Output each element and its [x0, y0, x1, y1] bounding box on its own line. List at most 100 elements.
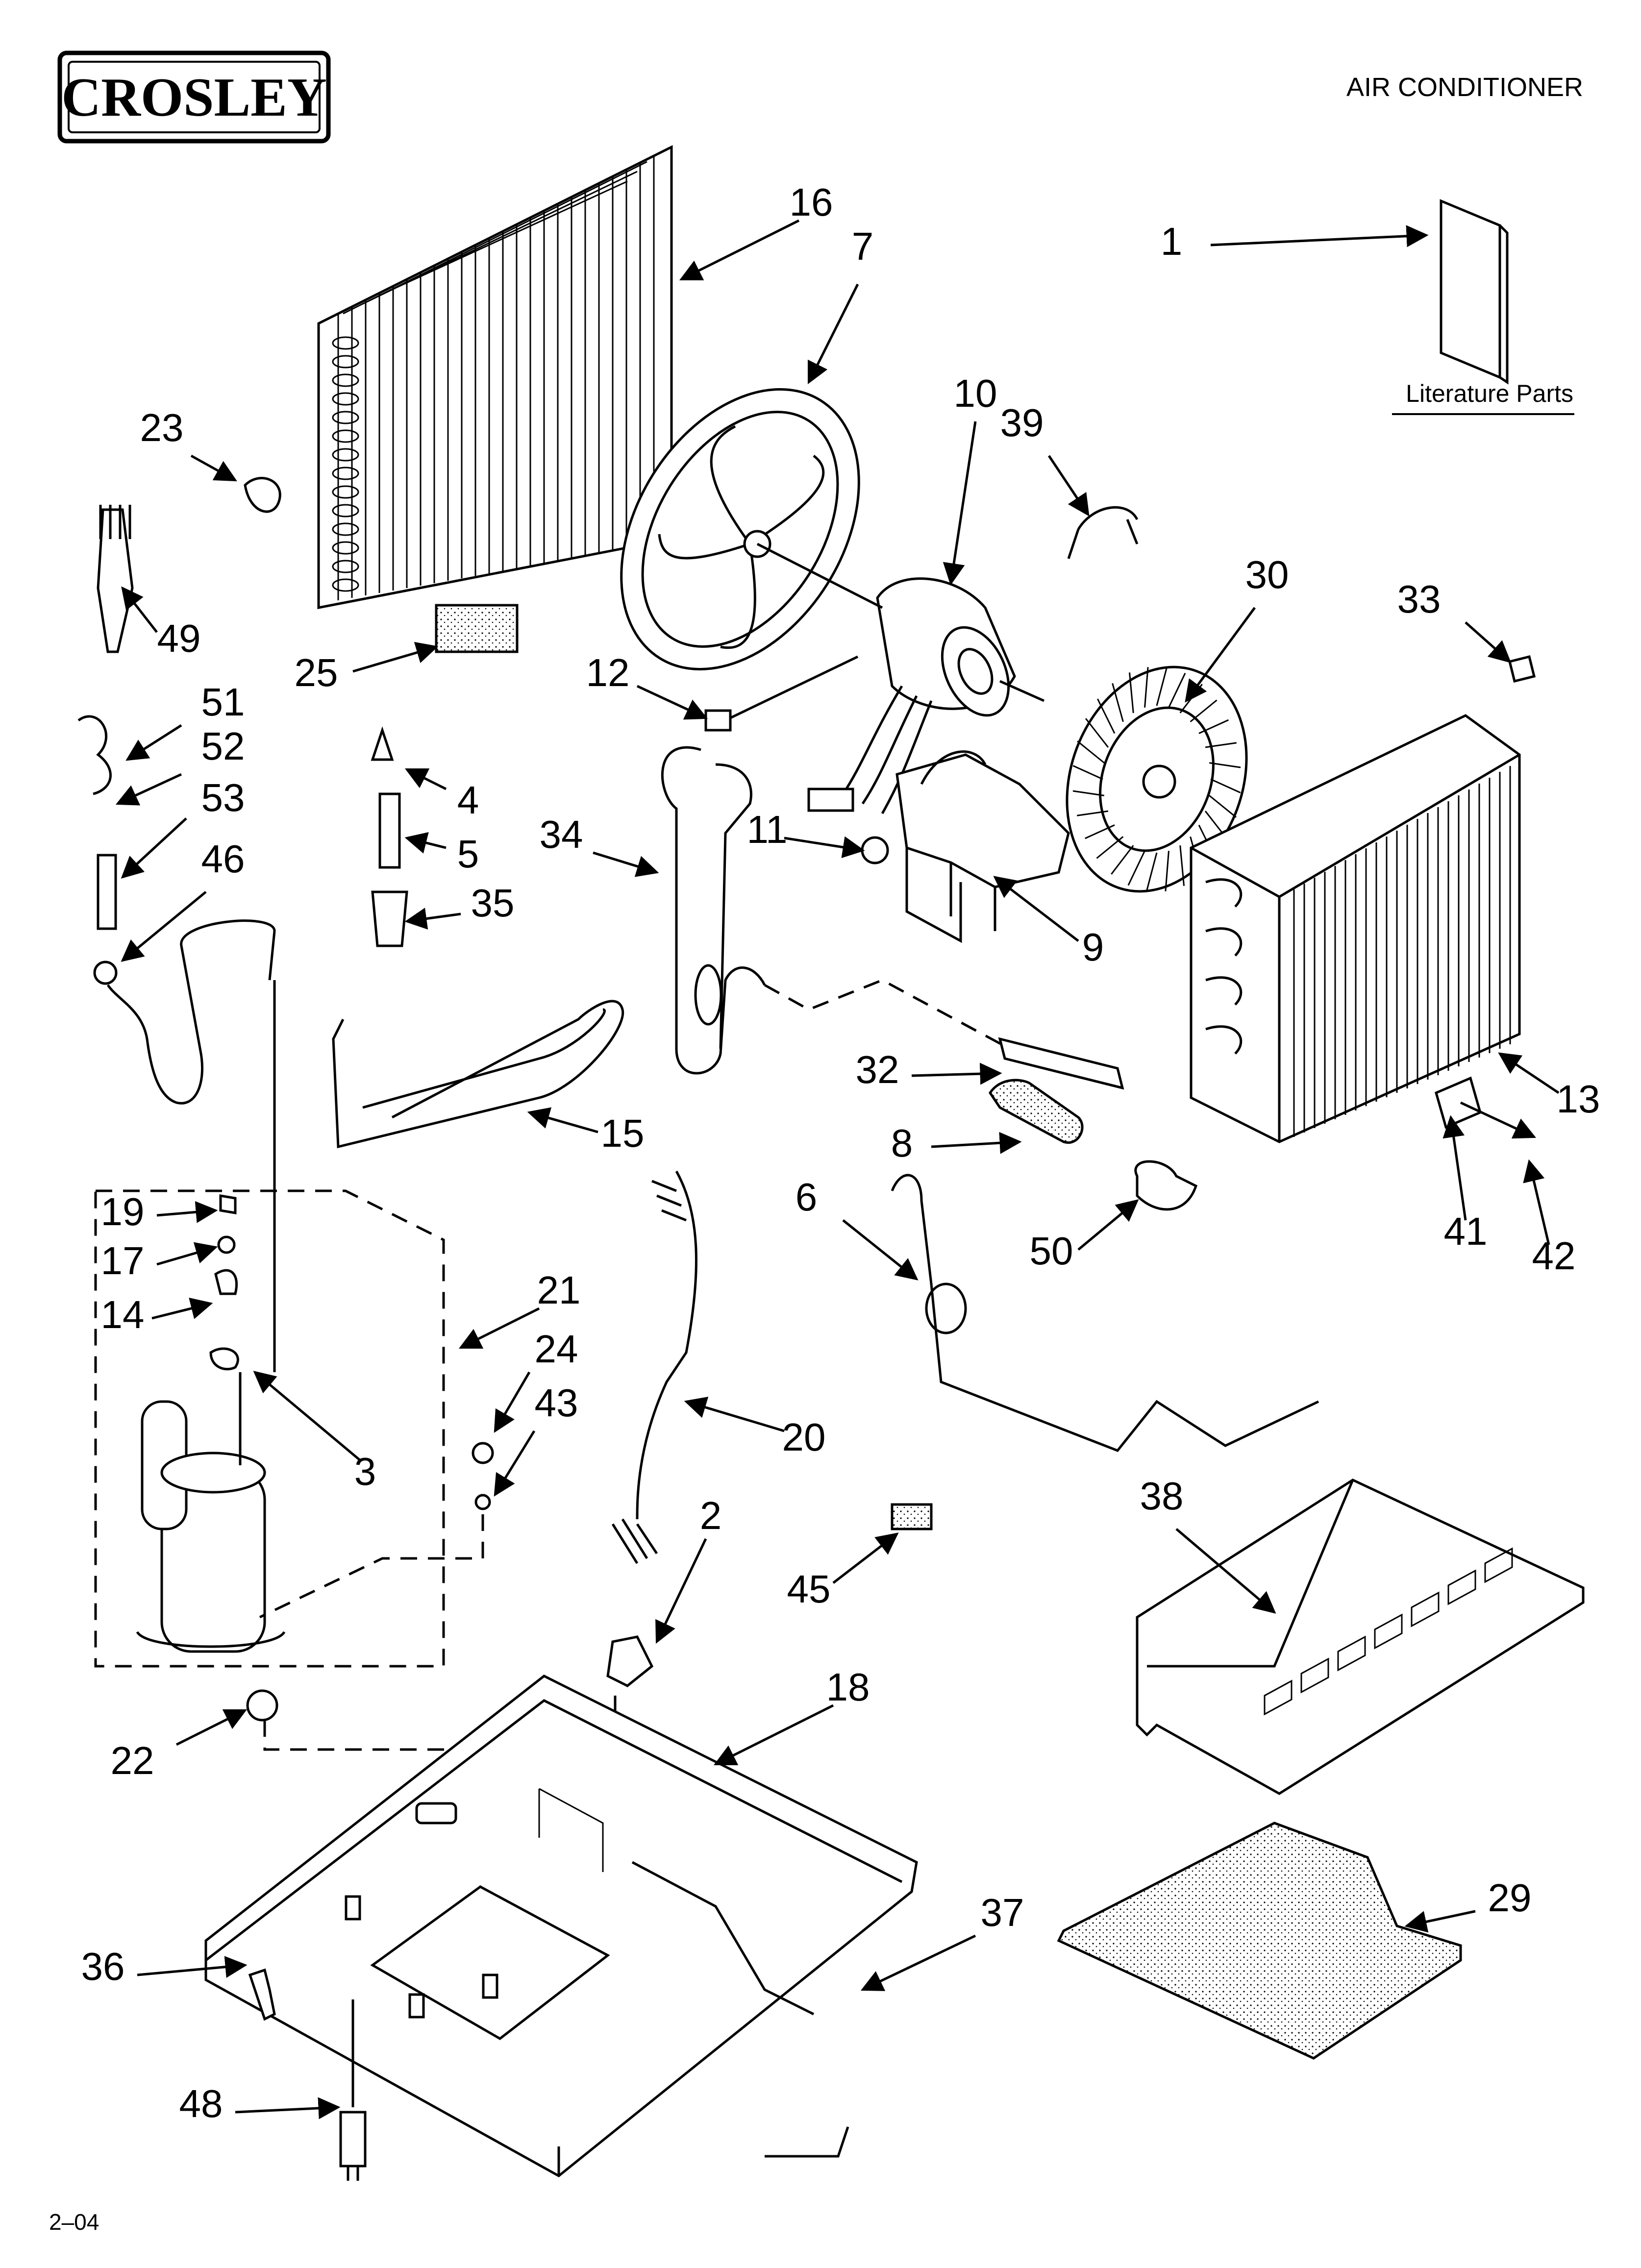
callout-37: 37 [981, 1891, 1024, 1934]
leader-22 [175, 1709, 248, 1746]
callout-12: 12 [586, 651, 630, 694]
leader-33 [1465, 621, 1512, 663]
leader-11 [784, 836, 865, 858]
callout-3: 3 [354, 1450, 376, 1493]
leader-29 [1404, 1910, 1476, 1933]
callout-4: 4 [457, 778, 479, 822]
callout-19: 19 [101, 1190, 145, 1233]
page-title: AIR CONDITIONER [1346, 73, 1583, 102]
callout-6: 6 [796, 1175, 818, 1219]
callout-51: 51 [201, 680, 245, 724]
leader-13 [1498, 1052, 1560, 1094]
callout-numbers: 1234567891011121314151617181920212223242… [81, 180, 1600, 2125]
drain-line [891, 1174, 1319, 1452]
callout-9: 9 [1082, 925, 1104, 969]
callout-46: 46 [201, 837, 245, 881]
base-pan [204, 1675, 918, 2178]
callout-18: 18 [826, 1665, 870, 1709]
callout-7: 7 [852, 224, 874, 268]
leader-34 [593, 851, 659, 877]
leader-48 [235, 2097, 341, 2120]
leader-12 [636, 685, 708, 720]
literature-label: Literature Parts [1406, 380, 1573, 407]
callout-34: 34 [540, 813, 583, 856]
leader-1 [1210, 225, 1429, 247]
leader-38 [1175, 1528, 1276, 1614]
leader-5 [404, 832, 447, 854]
callout-38: 38 [1140, 1474, 1184, 1518]
base-hardware [248, 1968, 849, 2181]
leader-46 [121, 891, 207, 962]
leader-35 [404, 908, 461, 930]
leader-45 [832, 1532, 899, 1584]
callout-1: 1 [1161, 220, 1183, 263]
evaporator-coil [1190, 714, 1521, 1143]
callout-36: 36 [81, 1945, 125, 1988]
callout-43: 43 [535, 1381, 578, 1425]
brand-name: CROSLEY [61, 67, 326, 128]
callout-20: 20 [782, 1415, 826, 1459]
callout-39: 39 [1000, 401, 1044, 444]
leader-9 [993, 876, 1079, 942]
leader-50 [1077, 1199, 1139, 1251]
callout-16: 16 [790, 180, 833, 224]
condenser-coil [317, 145, 673, 610]
foam-pad [1057, 1822, 1462, 2060]
callout-33: 33 [1397, 577, 1441, 621]
leader-2 [655, 1538, 707, 1644]
fan-motor [756, 542, 1045, 814]
leader-39 [1047, 455, 1090, 517]
callout-42: 42 [1532, 1234, 1576, 1278]
callout-23: 23 [140, 406, 184, 449]
callout-45: 45 [787, 1567, 831, 1611]
callout-49: 49 [157, 616, 201, 660]
callout-25: 25 [295, 651, 338, 694]
callout-14: 14 [101, 1293, 145, 1336]
callout-52: 52 [201, 724, 245, 768]
footer-code: 2–04 [49, 2209, 99, 2235]
leader-49 [121, 586, 158, 633]
leader-41 [1442, 1115, 1467, 1221]
foam-strip [891, 1503, 933, 1530]
leader-25 [352, 641, 439, 673]
leader-23 [190, 454, 237, 482]
callout-17: 17 [101, 1239, 145, 1282]
callout-11: 11 [746, 808, 787, 851]
callout-32: 32 [856, 1048, 899, 1091]
callout-13: 13 [1557, 1077, 1600, 1121]
leader-18 [713, 1704, 834, 1766]
leader-42 [1523, 1159, 1550, 1245]
drain-pan [1136, 1479, 1585, 1795]
callout-15: 15 [601, 1111, 645, 1155]
wiring-harness [611, 1170, 697, 1564]
callout-30: 30 [1245, 553, 1289, 596]
callout-21: 21 [537, 1268, 581, 1312]
leader-4 [404, 768, 447, 790]
callout-5: 5 [457, 832, 479, 876]
refrigerant-tubing [77, 715, 1124, 1149]
leader-6 [842, 1219, 919, 1281]
callout-22: 22 [111, 1739, 154, 1782]
leader-30 [1185, 607, 1256, 703]
leader-51 [125, 724, 182, 761]
leader-7 [807, 283, 859, 385]
leader-19 [156, 1201, 218, 1223]
leader-36 [137, 1956, 248, 1978]
leader-24 [494, 1371, 531, 1433]
brand-logo: CROSLEY [57, 50, 331, 144]
leader-16 [679, 219, 800, 281]
callout-50: 50 [1030, 1229, 1073, 1273]
small-parts [97, 477, 1537, 1211]
callout-10: 10 [954, 371, 997, 415]
leader-32 [911, 1062, 1002, 1085]
leader-17 [156, 1242, 218, 1266]
leader-53 [121, 817, 187, 879]
leader-14 [151, 1297, 213, 1320]
callout-48: 48 [179, 2082, 223, 2125]
blower-wheel [1066, 666, 1248, 893]
leader-8 [931, 1132, 1022, 1154]
leader-52 [115, 773, 182, 806]
callout-53: 53 [201, 776, 245, 819]
leader-21 [458, 1307, 540, 1349]
